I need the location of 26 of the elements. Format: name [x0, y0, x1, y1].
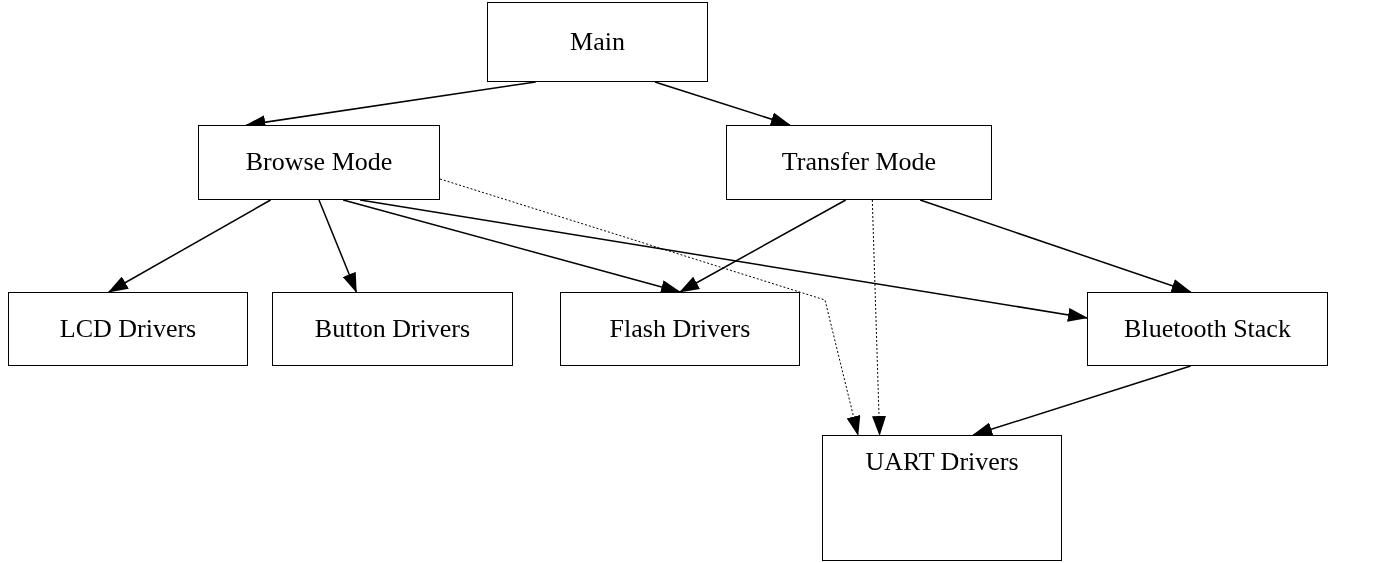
- module-label: Button Drivers: [314, 312, 471, 345]
- module-label: Browse Mode: [245, 146, 393, 179]
- arrow: [654, 81, 791, 126]
- arrow: [342, 199, 681, 294]
- module-box: [487, 2, 708, 82]
- module-box: [272, 292, 513, 366]
- module-label: Main: [570, 25, 625, 58]
- module-label: Bluetooth Stack: [1124, 312, 1291, 345]
- arrow: [107, 199, 272, 293]
- arrow: [972, 365, 1192, 436]
- module-box: [1087, 292, 1328, 366]
- module-box: [726, 125, 992, 200]
- arrow: [439, 178, 861, 436]
- module-box: [198, 125, 440, 200]
- module-box: [822, 435, 1062, 561]
- arrow: [318, 199, 358, 293]
- module-label: Transfer Mode: [781, 146, 937, 179]
- module-box: [560, 292, 800, 366]
- arrow: [679, 199, 847, 293]
- arrow: [919, 199, 1192, 293]
- module-label: LCD Drivers: [59, 312, 197, 345]
- arrow: [359, 199, 1088, 322]
- module-label: UART Drivers: [865, 446, 1019, 478]
- arrow: [871, 199, 886, 436]
- module-box: [8, 292, 248, 366]
- module-label: Flash Drivers: [609, 312, 751, 345]
